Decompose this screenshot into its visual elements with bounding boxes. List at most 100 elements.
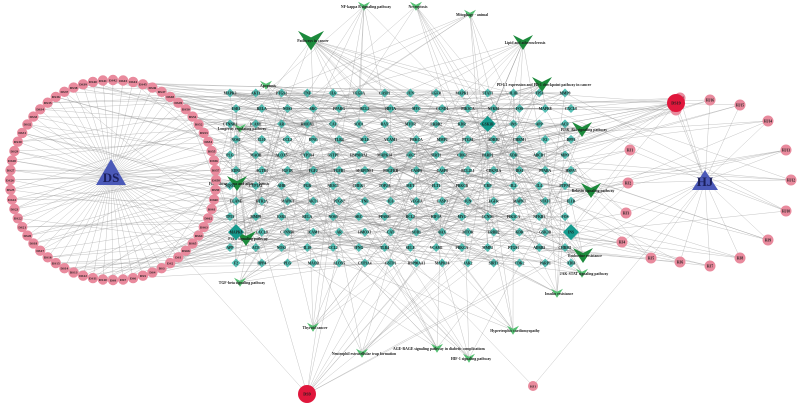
compound-node[interactable]: HJ8 <box>734 252 746 264</box>
target-node[interactable]: BAX <box>380 119 390 129</box>
compound-node[interactable]: HJ2 <box>622 177 634 189</box>
target-node[interactable]: CRP <box>483 181 492 191</box>
target-node[interactable]: IL6 <box>386 196 396 206</box>
target-node[interactable]: CHEK1 <box>353 181 366 191</box>
compound-node[interactable]: DS54 <box>203 136 214 147</box>
compound-node[interactable]: DS56 <box>208 155 220 166</box>
compound-node[interactable]: DS50 <box>180 104 191 115</box>
target-node[interactable]: HTR2A <box>256 196 269 206</box>
target-node[interactable]: CCND1 <box>436 103 448 113</box>
compound-node[interactable]: DS66 <box>180 245 191 256</box>
target-node[interactable]: TGFB1 <box>333 165 345 175</box>
compound-node[interactable]: DS5 <box>137 270 149 281</box>
target-node[interactable]: BCL2L1 <box>461 165 475 175</box>
target-node[interactable]: SELE <box>406 243 416 253</box>
compound-node[interactable]: DS64 <box>193 230 204 241</box>
compound-node[interactable]: DS49 <box>173 97 184 108</box>
target-node[interactable]: CYP1A1 <box>249 181 263 191</box>
compound-node[interactable]: DS15 <box>50 257 61 269</box>
pathway-node[interactable]: Necroptosis <box>409 1 428 11</box>
target-node[interactable]: MAPK3 <box>281 196 294 206</box>
pathway-node[interactable]: TGF-beta signaling pathway <box>219 277 266 287</box>
target-node[interactable]: RELA <box>257 103 267 113</box>
pathway-node[interactable]: PD-L1 expression and PD-1 checkpoint pat… <box>497 77 592 92</box>
target-node[interactable]: PPARG <box>379 212 391 222</box>
target-node[interactable]: SOD1 <box>412 227 421 237</box>
target-node[interactable]: FOS <box>560 212 570 222</box>
target-node[interactable]: MMP9 <box>250 212 261 222</box>
target-node[interactable]: SELE <box>360 134 370 144</box>
target-node[interactable]: CTNNB1 <box>280 227 295 237</box>
target-node[interactable]: SERPINE1 <box>356 165 374 175</box>
compound-node[interactable]: DS11 <box>87 272 99 284</box>
pathway-node[interactable]: Mitophagy - animal <box>456 9 488 19</box>
target-node[interactable]: CASP3 <box>437 196 448 206</box>
target-node[interactable]: TNF <box>302 88 312 98</box>
target-node[interactable]: PDGFRB <box>383 165 399 175</box>
compound-node[interactable]: DS2 <box>165 257 176 269</box>
compound-node[interactable]: DS33 <box>28 111 39 122</box>
target-node[interactable]: DPP4 <box>257 258 266 268</box>
target-node[interactable]: CXCL8 <box>565 103 577 113</box>
compound-node[interactable]: DS13 <box>68 267 79 278</box>
target-node[interactable]: FGF2 <box>308 165 318 175</box>
compound-node[interactable]: DS10 <box>97 274 109 285</box>
target-node[interactable]: MAOB <box>250 150 262 160</box>
target-node[interactable]: NOS3 <box>329 212 338 222</box>
compound-node[interactable]: DS34 <box>35 104 46 115</box>
target-node[interactable]: PARP1 <box>482 150 493 160</box>
target-node[interactable]: NOS2 <box>277 243 286 253</box>
pathway-node[interactable]: Longevity regulating pathway <box>218 123 267 133</box>
target-node[interactable]: BCL2 <box>360 103 370 113</box>
target-node[interactable]: GSK3B <box>479 115 496 132</box>
target-node[interactable]: PRKCA <box>410 134 423 144</box>
target-node[interactable]: HMOX1 <box>301 119 315 129</box>
target-node[interactable]: PTPN1 <box>559 181 571 191</box>
target-node[interactable]: IRS1 <box>514 165 524 175</box>
compound-node[interactable]: DS30 <box>12 136 23 147</box>
target-node[interactable]: INS <box>508 119 518 129</box>
target-node[interactable]: EDN1 <box>231 165 241 175</box>
pathway-node[interactable]: Lipid and atherosclerosis <box>505 35 546 50</box>
target-node[interactable]: EGFR <box>431 88 442 98</box>
compound-node[interactable]: DS55 <box>206 145 217 157</box>
compound-node[interactable]: DS40 <box>87 76 99 88</box>
pathway-node[interactable]: NF-kappa B signaling pathway <box>341 1 391 11</box>
pathway-node[interactable]: Fluid shear stress and atherosclerosis <box>209 176 270 191</box>
target-node[interactable]: KDR <box>514 227 524 237</box>
herb-node-ds[interactable]: DS <box>96 159 126 185</box>
compound-node[interactable]: DS23 <box>9 203 20 215</box>
target-node[interactable]: MAPK3 <box>224 88 237 98</box>
target-node[interactable]: SIRT1 <box>431 150 441 160</box>
target-node[interactable]: AKT1 <box>251 88 261 98</box>
target-node[interactable]: GSK3B <box>539 227 552 237</box>
target-node[interactable]: CHRM1 <box>513 134 526 144</box>
compound-node[interactable]: HJ3 <box>620 207 632 219</box>
compound-node[interactable]: DS59 <box>210 184 221 195</box>
target-node[interactable]: JUN <box>463 196 473 206</box>
compound-node[interactable]: HJ1 <box>624 144 636 156</box>
target-node[interactable]: ICAM1 <box>250 119 262 129</box>
target-node[interactable]: SOD1 <box>354 119 364 129</box>
target-node[interactable]: PTGS1 <box>462 134 474 144</box>
target-node[interactable]: CYP3A4 <box>358 258 372 268</box>
target-node[interactable]: TLR4 <box>335 134 344 144</box>
target-node[interactable]: MET <box>405 181 415 191</box>
target-node[interactable]: PRKCA <box>456 243 469 253</box>
target-node[interactable]: HSP90AA1 <box>350 150 368 160</box>
compound-node[interactable]: DS60 <box>208 194 220 205</box>
compound-node[interactable]: DS21 <box>17 221 28 233</box>
target-node[interactable]: ERBB2 <box>488 227 500 237</box>
target-node[interactable]: PLG <box>283 258 293 268</box>
compound-node[interactable]: DS57 <box>210 165 221 176</box>
target-node[interactable]: SIRT1 <box>489 258 499 268</box>
target-node[interactable]: MAOB <box>308 258 320 268</box>
target-node[interactable]: MMP9 <box>560 88 571 98</box>
target-node[interactable]: HMOX1 <box>358 227 372 237</box>
pathway-node[interactable]: Apoptosis <box>260 80 277 90</box>
compound-node[interactable]: HJ12 <box>785 174 797 186</box>
target-node[interactable]: CASP9 <box>411 165 422 175</box>
target-node[interactable]: PIK3CA <box>461 103 475 113</box>
compound-node[interactable]: DS18 <box>28 238 39 249</box>
compound-node[interactable]: DS6 <box>127 272 139 284</box>
